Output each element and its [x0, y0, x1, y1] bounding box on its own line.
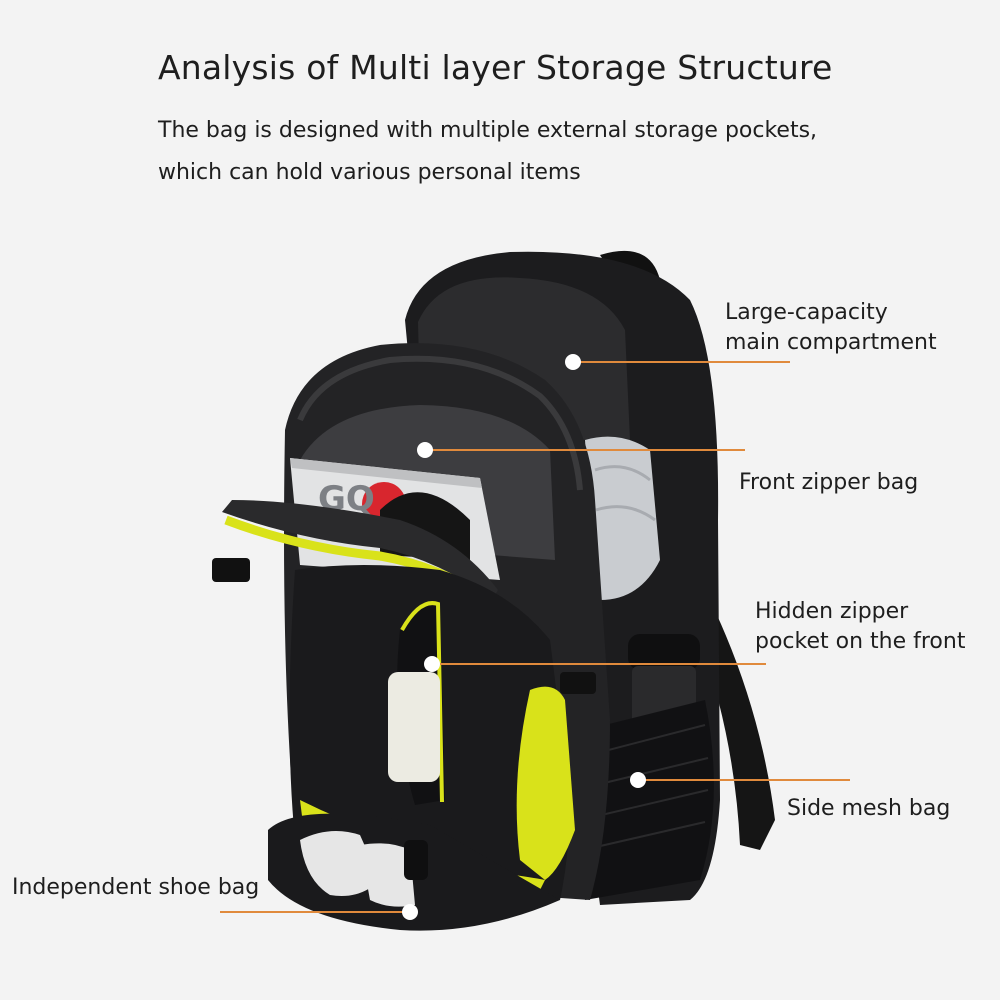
- marker-shoe: [402, 904, 418, 920]
- callout-hidden-line-1: Hidden zipper: [755, 599, 909, 624]
- subtitle-line-2: which can hold various personal items: [158, 160, 581, 185]
- page-subtitle: The bag is designed with multiple extern…: [158, 110, 817, 194]
- front-flap: [222, 500, 498, 600]
- marker-hidden: [424, 656, 440, 672]
- callout-hidden-line-2: pocket on the front: [755, 629, 966, 654]
- accent-side-panel: [516, 686, 575, 880]
- buckle-left: [212, 558, 250, 582]
- water-bottle-cap: [628, 634, 700, 670]
- subtitle-line-1: The bag is designed with multiple extern…: [158, 118, 818, 143]
- callout-hidden-pocket: Hidden zipper pocket on the front: [755, 597, 965, 657]
- callout-shoe-bag: Independent shoe bag: [12, 875, 260, 900]
- buckle-right: [560, 672, 596, 694]
- page-title: Analysis of Multi layer Storage Structur…: [158, 48, 833, 87]
- callout-main-compartment: Large-capacity main compartment: [725, 298, 937, 358]
- power-bank: [388, 672, 440, 782]
- callout-main-line-2: main compartment: [725, 330, 937, 355]
- marker-main: [565, 354, 581, 370]
- zipper-pull: [404, 840, 428, 880]
- shoes: [300, 831, 415, 907]
- callout-front-zipper-bag: Front zipper bag: [739, 470, 919, 495]
- callout-side-mesh-bag: Side mesh bag: [787, 796, 951, 821]
- callout-markers: [220, 354, 850, 920]
- marker-side: [630, 772, 646, 788]
- towel: [585, 436, 660, 600]
- marker-front: [417, 442, 433, 458]
- callout-main-line-1: Large-capacity: [725, 300, 888, 325]
